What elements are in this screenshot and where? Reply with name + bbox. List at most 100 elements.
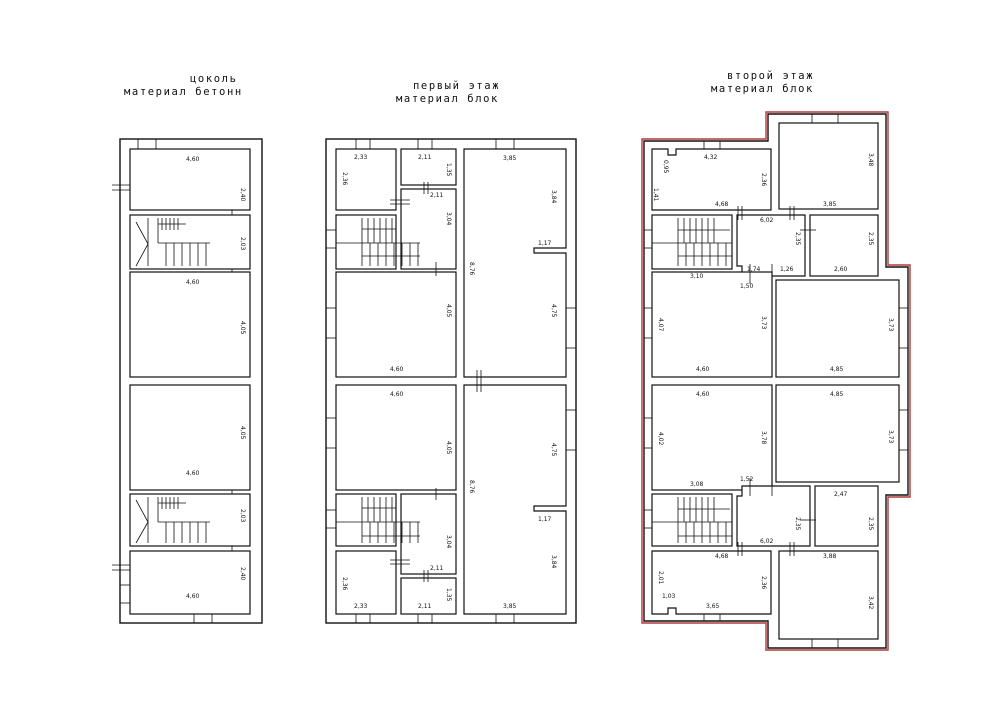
- first-stair-1-steps: [336, 218, 420, 266]
- dim-label: 3,10: [690, 273, 704, 280]
- second-room-4-32: [651, 148, 772, 211]
- dim-label: 2,33: [354, 603, 368, 610]
- dim-label: 2,11: [418, 603, 432, 610]
- dim-label: 1,35: [445, 163, 452, 177]
- dim-label: 1,17: [538, 240, 552, 247]
- dim-label: 3,73: [887, 318, 894, 332]
- second-openings: [643, 113, 909, 649]
- first-room-small-bottom: [400, 577, 457, 615]
- second-room-3-48: [778, 122, 879, 210]
- dim-label: 4,60: [696, 391, 710, 398]
- basement-plan: 4,60 2,40 2,03 4,60 4,05 4,05 4,60 2,03 …: [112, 138, 263, 624]
- dim-label: 8,76: [468, 480, 475, 494]
- dim-label: 3,85: [503, 603, 517, 610]
- dim-label: 3,84: [550, 555, 557, 569]
- first-openings: [325, 138, 577, 624]
- dim-label: 4,60: [186, 593, 200, 600]
- dim-label: 2,11: [430, 565, 444, 572]
- dim-label: 2,35: [794, 517, 801, 531]
- dim-label: 2,35: [794, 232, 801, 246]
- first-hall-top: [400, 188, 457, 270]
- dim-label: 3,85: [823, 201, 837, 208]
- dim-label: 2,40: [239, 188, 246, 202]
- floor-title-basement: цоколь: [190, 73, 238, 85]
- dim-label: 1,03: [662, 593, 676, 600]
- second-room-left-2: [651, 384, 773, 491]
- dim-label: 3,04: [445, 212, 452, 226]
- dim-label: 8,76: [468, 262, 475, 276]
- dim-label: 1,50: [740, 283, 754, 290]
- dim-label: 4,07: [657, 318, 664, 332]
- basement-room-2: [129, 271, 251, 378]
- basement-openings: [112, 138, 233, 624]
- first-room-left-1: [335, 271, 457, 378]
- dim-label: 3,78: [760, 431, 767, 445]
- dim-label: 0,95: [662, 160, 669, 174]
- dim-label: 2,60: [834, 266, 848, 273]
- dim-label: 1,41: [652, 188, 659, 202]
- dim-label: 3,48: [867, 153, 874, 167]
- second-stair-1: [651, 214, 733, 270]
- dim-label: 3,08: [690, 481, 704, 488]
- second-stair-2-steps: [652, 497, 732, 543]
- basement-room-1: [129, 148, 251, 211]
- dim-label: 4,85: [830, 366, 844, 373]
- dim-label: 3,85: [503, 155, 517, 162]
- floor-material-first: материал блок: [396, 93, 499, 105]
- dim-label: 2,36: [760, 173, 767, 187]
- first-room-left-2: [335, 384, 457, 491]
- first-room-right-2: [463, 384, 567, 615]
- first-stair-1: [335, 214, 397, 270]
- dim-label: 2,36: [341, 172, 348, 186]
- floor-material-second: материал блок: [711, 83, 814, 95]
- second-floor-plan: 4,32 0,95 1,41 2,36 4,68 3,48 3,85 6,02 …: [641, 111, 911, 651]
- dim-label: 3,42: [867, 596, 874, 610]
- basement-room-4: [129, 550, 251, 615]
- dim-label: 2,33: [354, 154, 368, 161]
- dim-label: 1,74: [747, 266, 761, 273]
- dim-label: 2,36: [341, 577, 348, 591]
- dim-label: 4,60: [186, 470, 200, 477]
- dim-label: 3,84: [550, 190, 557, 204]
- second-room-right-1: [775, 279, 900, 378]
- dim-label: 2,11: [418, 154, 432, 161]
- dim-label: 1,26: [780, 266, 794, 273]
- dim-label: 3,04: [445, 535, 452, 549]
- first-stair-2: [335, 493, 397, 547]
- dim-label: 6,02: [760, 217, 774, 224]
- second-floor-highlight-outline: [641, 111, 911, 651]
- second-floor-outer-wall: [643, 113, 909, 649]
- dim-label: 4,68: [715, 201, 729, 208]
- dim-label: 2,03: [239, 509, 246, 523]
- dim-label: 1,52: [740, 476, 754, 483]
- dim-label: 2,36: [760, 576, 767, 590]
- dim-label: 3,65: [706, 603, 720, 610]
- second-room-2-47: [814, 485, 879, 547]
- floor-title-first: первый этаж: [413, 80, 501, 92]
- dim-label: 3,88: [823, 553, 837, 560]
- dim-label: 2,40: [239, 567, 246, 581]
- dim-label: 2,35: [867, 517, 874, 531]
- dim-label: 4,02: [657, 432, 664, 446]
- second-room-2-60: [809, 214, 879, 277]
- dim-label: 4,85: [830, 391, 844, 398]
- dim-label: 2,11: [430, 192, 444, 199]
- dim-label: 6,02: [760, 538, 774, 545]
- first-floor-outer-wall: [325, 138, 577, 624]
- second-hall-bottom: [736, 485, 811, 547]
- floor-material-basement: материал бетонн: [124, 86, 243, 98]
- basement-stair-1-steps: [135, 218, 210, 267]
- basement-stair-2-steps: [135, 497, 210, 544]
- second-room-3-42: [778, 550, 879, 640]
- basement-outer-wall: [119, 138, 263, 624]
- dim-label: 4,05: [445, 441, 452, 455]
- dim-label: 3,73: [760, 316, 767, 330]
- dim-label: 4,75: [550, 443, 557, 457]
- first-hall-bottom: [400, 493, 457, 575]
- dim-label: 4,32: [704, 154, 718, 161]
- dim-label: 4,68: [715, 553, 729, 560]
- second-stair-1-steps: [652, 218, 732, 266]
- dim-label: 4,60: [696, 366, 710, 373]
- dim-label: 4,60: [186, 279, 200, 286]
- second-room-3-65: [651, 550, 772, 615]
